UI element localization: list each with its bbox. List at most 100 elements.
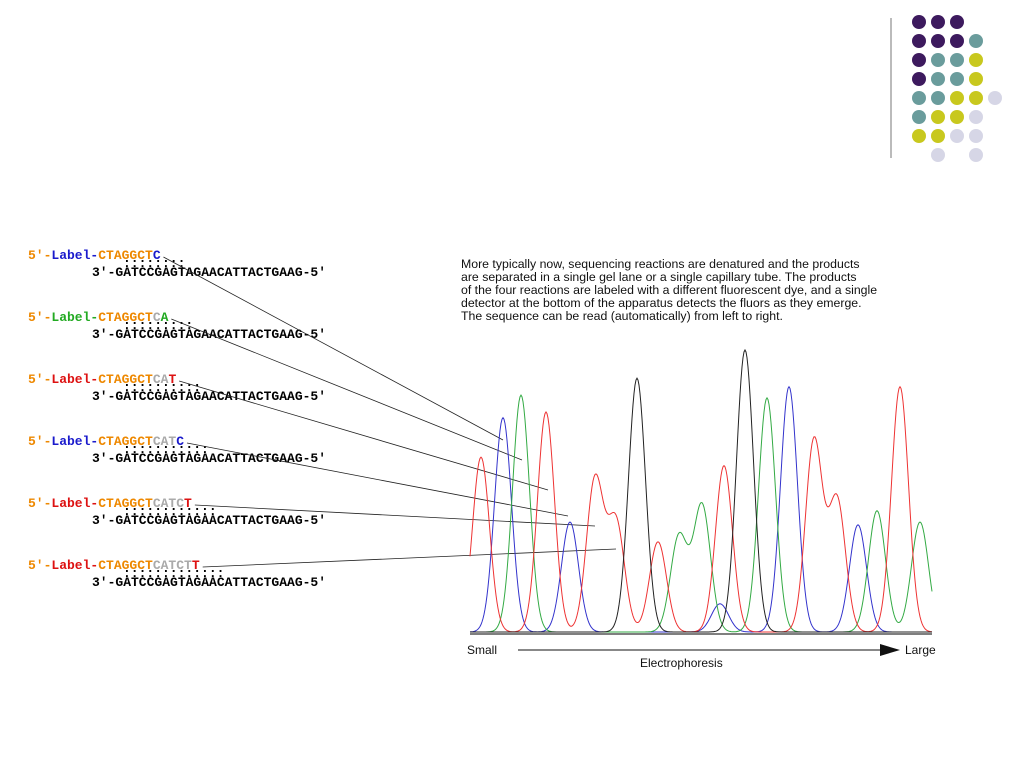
base-pairing-marks: ::::::::::: <box>123 442 209 457</box>
seq-prefix: 5'- <box>28 558 52 573</box>
decorative-dot <box>931 129 945 143</box>
decorative-dot <box>912 34 926 48</box>
extension-product: 5'-Label-CTAGGCTCATCTT <box>28 558 200 573</box>
seq-terminator: C <box>176 434 185 449</box>
caption-line: detector at the bottom of the apparatus … <box>461 296 862 310</box>
decorative-dot <box>950 72 964 86</box>
axis-arrow-head <box>880 644 900 656</box>
decorative-dot <box>912 110 926 124</box>
decorative-dot <box>912 15 926 29</box>
seq-terminator: T <box>191 558 200 573</box>
axis-small-label: Small <box>467 643 497 657</box>
connector-line <box>163 256 504 441</box>
seq-primer: CTAGGCT <box>98 496 153 511</box>
trace-blue <box>469 385 932 633</box>
seq-primer: CTAGGCT <box>98 558 153 573</box>
template-strand: 3'-GATCCGAGTAGAACATTACTGAAG-5' <box>92 265 327 280</box>
decorative-dot <box>969 72 983 86</box>
decorative-dot <box>931 34 945 48</box>
seq-label: Label- <box>51 310 99 325</box>
extension-product: 5'-Label-CTAGGCTC <box>28 248 161 263</box>
base-pairing-marks: :::::::::::: <box>123 504 217 519</box>
caption: More typically now, sequencing reactions… <box>461 258 971 323</box>
decorative-dot <box>969 34 983 48</box>
seq-primer: CTAGGCT <box>98 372 153 387</box>
caption-line: The sequence can be read (automatically)… <box>461 309 783 323</box>
decorative-dot <box>969 53 983 67</box>
decorative-dot <box>950 110 964 124</box>
seq-prefix: 5'- <box>28 496 52 511</box>
decorative-dot <box>988 91 1002 105</box>
template-strand: 3'-GATCCGAGTAGAACATTACTGAAG-5' <box>92 389 327 404</box>
decorative-dot <box>931 53 945 67</box>
connector-lines <box>163 256 617 568</box>
decorative-dot <box>931 72 945 86</box>
decorative-dot <box>950 53 964 67</box>
decorative-dot <box>912 72 926 86</box>
extension-product: 5'-Label-CTAGGCTCATCT <box>28 496 192 511</box>
decorative-dot <box>931 15 945 29</box>
connector-line <box>202 548 617 568</box>
decorative-dot <box>969 148 983 162</box>
decorative-dot <box>931 91 945 105</box>
seq-terminator: T <box>184 496 192 511</box>
seq-label: Label- <box>51 372 99 387</box>
caption-line: of the four reactions are labeled with a… <box>461 283 878 297</box>
trace-green <box>470 394 933 633</box>
seq-prefix: 5'- <box>28 372 52 387</box>
decorative-dot <box>969 129 983 143</box>
axis-large-label: Large <box>905 643 936 657</box>
connector-line <box>194 504 596 527</box>
template-strand: 3'-GATCCGAGTAGAACATTACTGAAG-5' <box>92 513 327 528</box>
seq-primer: CTAGGCT <box>98 310 153 325</box>
trace-black <box>470 348 932 633</box>
trace-red <box>469 385 933 633</box>
seq-primer: CTAGGCT <box>98 434 153 449</box>
seq-extension: CATC <box>152 496 185 511</box>
seq-label: Label- <box>51 434 99 449</box>
chromatogram-traces <box>469 348 933 633</box>
template-strand: 3'-GATCCGAGTAGAACATTACTGAAG-5' <box>92 451 327 466</box>
decorative-dot <box>969 91 983 105</box>
decorative-dot <box>950 34 964 48</box>
extension-product: 5'-Label-CTAGGCTCAT <box>28 372 176 387</box>
decorative-dot <box>969 110 983 124</box>
seq-label: Label- <box>51 558 99 573</box>
base-pairing-marks: ::::::::::::: <box>123 566 225 581</box>
seq-label: Label- <box>51 248 99 263</box>
connector-line <box>186 442 569 517</box>
axis-title: Electrophoresis <box>640 656 723 670</box>
decorative-dot <box>950 91 964 105</box>
seq-extension: CATCT <box>152 558 192 573</box>
seq-extension: CAT <box>152 434 177 449</box>
seq-terminator: A <box>160 310 169 325</box>
seq-extension: C <box>152 310 161 325</box>
seq-label: Label- <box>51 496 99 511</box>
extension-product: 5'-Label-CTAGGCTCATC <box>28 434 184 449</box>
seq-prefix: 5'- <box>28 434 52 449</box>
base-pairing-marks: :::::::::: <box>123 380 202 395</box>
decorative-dot <box>931 148 945 162</box>
decorative-dot <box>912 53 926 67</box>
decorative-dot <box>912 129 926 143</box>
caption-line: More typically now, sequencing reactions… <box>461 257 860 271</box>
seq-prefix: 5'- <box>28 248 52 263</box>
base-pairing-marks: ::::::::: <box>123 318 194 333</box>
seq-terminator: C <box>152 248 161 263</box>
seq-primer: CTAGGCT <box>98 248 153 263</box>
decorative-dot <box>931 110 945 124</box>
seq-extension: CA <box>152 372 169 387</box>
seq-prefix: 5'- <box>28 310 52 325</box>
seq-terminator: T <box>168 372 177 387</box>
base-pairing-marks: :::::::: <box>123 256 194 271</box>
decorative-dot <box>950 15 964 29</box>
decorative-dot <box>912 91 926 105</box>
decorative-dot <box>950 129 964 143</box>
connector-line <box>179 380 549 491</box>
template-strand: 3'-GATCCGAGTAGAACATTACTGAAG-5' <box>92 575 327 590</box>
extension-product: 5'-Label-CTAGGCTCA <box>28 310 168 325</box>
connector-line <box>171 318 523 461</box>
caption-line: are separated in a single gel lane or a … <box>461 270 857 284</box>
